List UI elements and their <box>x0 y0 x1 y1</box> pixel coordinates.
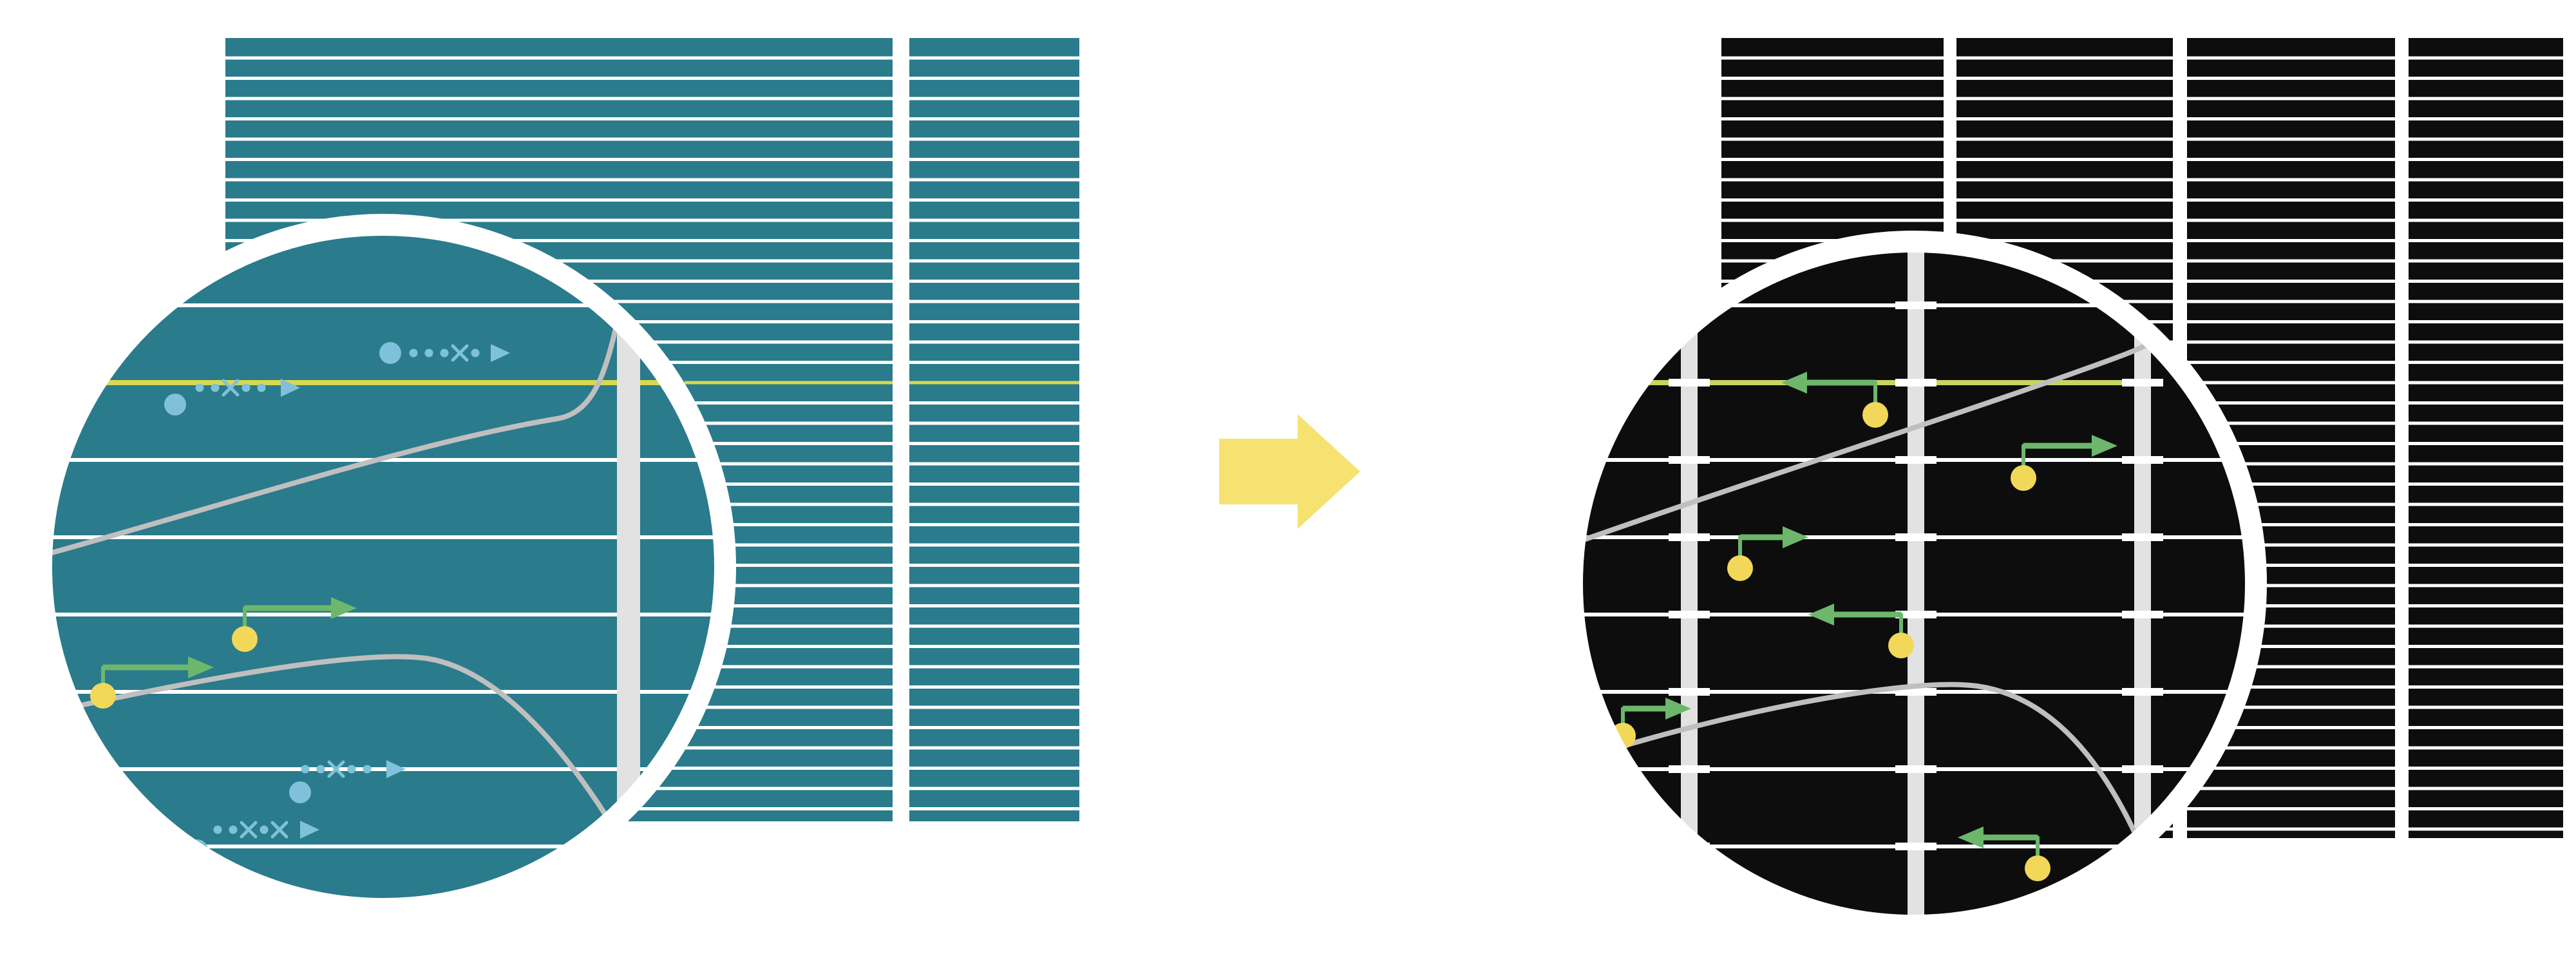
busbar-tick <box>1895 533 1937 541</box>
carrier-dot-icon <box>2011 465 2036 491</box>
carrier-dot-icon <box>232 626 258 652</box>
arrowhead-icon <box>1808 604 1834 625</box>
arrowhead-icon <box>1781 372 1807 394</box>
arrowhead-icon <box>1783 526 1808 548</box>
x-mark-icon <box>270 821 289 839</box>
carrier-dot-icon <box>2025 855 2050 881</box>
busbar-stripe <box>2134 252 2151 915</box>
carrier-dot-icon <box>289 781 311 803</box>
x-mark-icon <box>240 821 258 839</box>
grain-boundary-curve <box>52 235 639 560</box>
collected-carrier <box>1727 526 1808 581</box>
busbar-tick <box>1895 843 1937 850</box>
x-mark-icon <box>451 344 469 362</box>
busbar-tick <box>1895 765 1937 773</box>
busbar-tick <box>2122 765 2163 773</box>
arrowhead-icon <box>281 379 300 397</box>
collected-carrier <box>2011 435 2117 491</box>
carrier-dot-icon <box>1862 402 1888 428</box>
busbar-tick <box>1895 379 1937 387</box>
magnifier-ring <box>1561 231 2267 937</box>
arrowhead-icon <box>300 821 319 839</box>
arrowhead-icon <box>2092 435 2117 457</box>
busbar-tick <box>1669 765 1710 773</box>
busbar-tick <box>1669 456 1710 464</box>
busbar-stripe <box>617 303 640 870</box>
dotted-trail <box>301 765 372 774</box>
x-mark-icon <box>222 379 240 397</box>
collected-carrier <box>1808 604 1914 658</box>
busbar-stripe <box>1908 252 1924 915</box>
busbar-tick <box>1669 611 1710 618</box>
arrowhead-icon <box>1958 826 1984 848</box>
carrier-dot-icon <box>90 683 116 709</box>
busbar-tick <box>2122 611 2163 618</box>
left-magnifier-disc <box>52 235 715 899</box>
arrowhead-icon <box>386 760 406 778</box>
busbar-tick <box>2122 379 2163 387</box>
busbar-tick <box>2122 688 2163 696</box>
grain-boundary-curve <box>52 654 641 874</box>
right-panel-cell <box>2409 38 2563 838</box>
blocked-carrier <box>289 760 406 803</box>
arrowhead-icon <box>491 344 510 362</box>
busbar-tick <box>1669 688 1710 696</box>
carrier-dot-icon <box>1727 555 1753 581</box>
busbar-stripe <box>1681 252 1698 915</box>
x-mark-icon <box>327 760 345 778</box>
busbar-tick <box>1895 611 1937 618</box>
busbar-tick <box>2122 533 2163 541</box>
grain-boundary-curve <box>1582 682 2144 850</box>
blocked-carrier <box>164 379 300 415</box>
left-magnified-view <box>30 214 736 920</box>
busbar-tick <box>2122 456 2163 464</box>
busbar-tick <box>1895 456 1937 464</box>
arrowhead-icon <box>331 597 357 619</box>
dotted-trail <box>409 349 480 358</box>
blocked-carrier <box>379 342 510 364</box>
right-magnified-view <box>1561 231 2267 937</box>
left-panel-cell <box>909 38 1079 821</box>
carrier-dot-icon <box>1888 633 1914 658</box>
dotted-trail <box>195 383 266 392</box>
carrier-dot-icon <box>164 394 186 415</box>
arrowhead-icon <box>1665 698 1691 720</box>
dotted-trail <box>213 825 269 834</box>
collected-carrier <box>1781 372 1888 428</box>
collected-carrier <box>1958 826 2050 881</box>
collected-carrier <box>232 597 357 652</box>
busbar-tick <box>1895 301 1937 309</box>
busbar-tick <box>1669 379 1710 387</box>
busbar-tick <box>1895 688 1937 696</box>
collected-carrier <box>90 656 214 709</box>
busbar-tick <box>1669 533 1710 541</box>
arrowhead-icon <box>188 656 214 678</box>
transition-arrow-icon <box>1219 414 1360 529</box>
magnifier-ring <box>30 214 736 920</box>
carrier-dot-icon <box>379 342 401 364</box>
